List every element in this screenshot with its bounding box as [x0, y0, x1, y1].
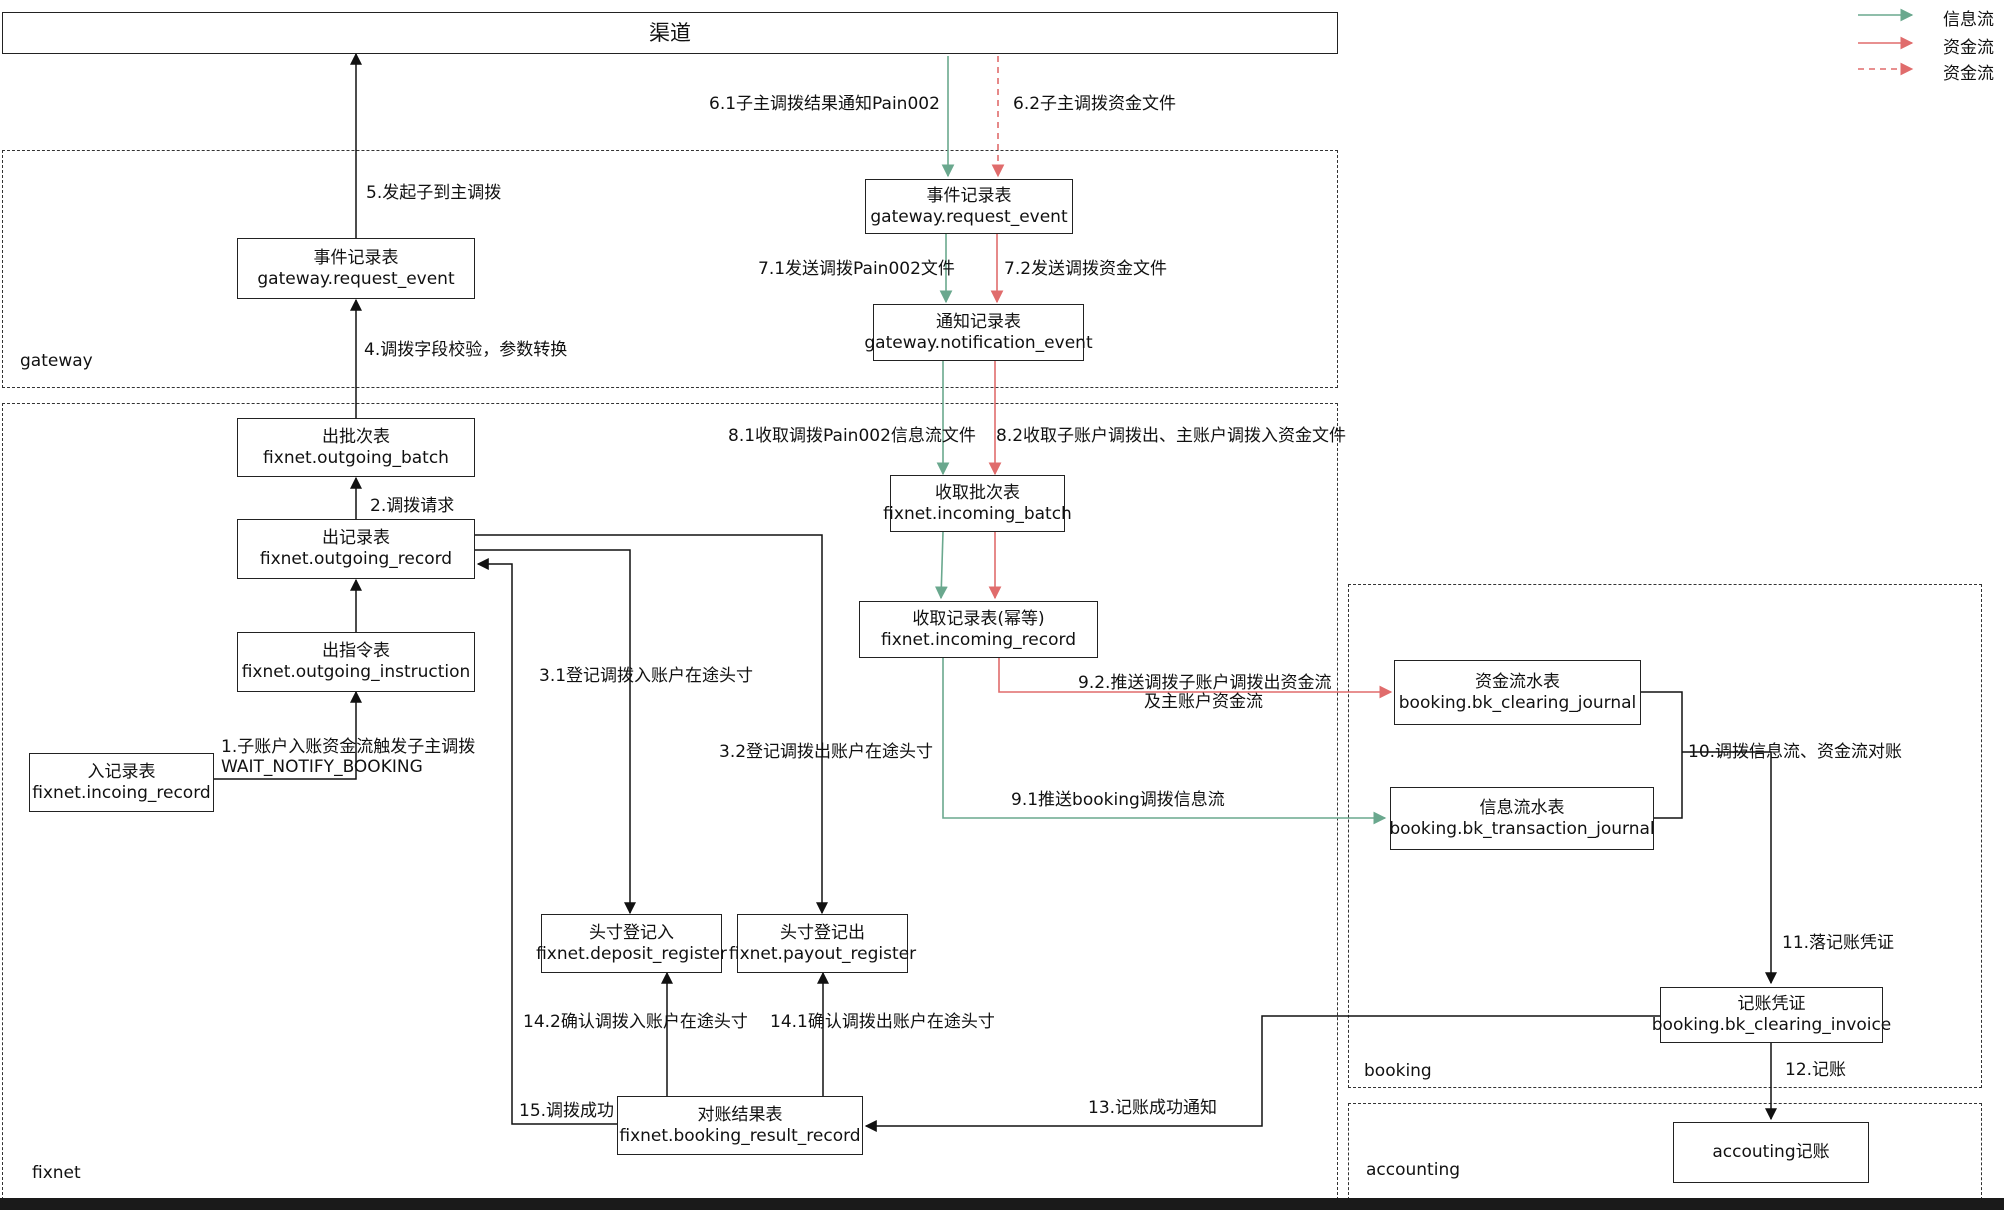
legend-fund-label: 资金流 [1943, 38, 1994, 58]
edge-label-15: 15.调拨成功 [519, 1101, 615, 1121]
fixnet-deposit-register: 头寸登记入 fixnet.deposit_register [536, 914, 727, 973]
booking-clearing-invoice: 记账凭证 booking.bk_clearing_invoice [1652, 987, 1891, 1043]
booking-transaction-journal: 信息流水表 booking.bk_transaction_journal [1389, 787, 1655, 850]
node-table: gateway.request_event [257, 268, 455, 289]
edge-11 [1682, 751, 1777, 985]
fixnet-incoming-batch: 收取批次表 fixnet.incoming_batch [883, 475, 1072, 532]
gateway-notification-event: 通知记录表 gateway.notification_event [864, 304, 1093, 361]
node-table: fixnet.payout_register [728, 943, 917, 964]
edge-label-92a: 9.2.推送调拨子账户调拨出资金流 [1078, 673, 1332, 693]
legend-info-label: 信息流 [1943, 10, 1994, 30]
edge-label-4: 4.调拨字段校验，参数转换 [364, 340, 568, 360]
node-title: 通知记录表 [936, 311, 1021, 332]
edge-label-71: 7.1发送调拨Pain002文件 [758, 259, 955, 279]
node-title: 记账凭证 [1737, 994, 1806, 1014]
gateway-region-label: gateway [20, 351, 93, 371]
node-title: 收取批次表 [935, 482, 1020, 503]
node-table: booking.bk_transaction_journal [1389, 818, 1655, 839]
node-table: gateway.notification_event [864, 332, 1093, 353]
edge-incoming [934, 531, 948, 600]
node-table: gateway.request_event [870, 206, 1068, 227]
node-title: 出批次表 [322, 426, 390, 447]
node-table: fixnet.incoming_record [881, 629, 1076, 650]
fixnet-booking-result-record: 对账结果表 fixnet.booking_result_record [617, 1096, 863, 1155]
edge-label-61: 6.1子主调拨结果通知Pain002 [709, 94, 940, 114]
edge-label-5: 5.发起子到主调拨 [366, 183, 502, 203]
edge-label-62: 6.2子主调拨资金文件 [1013, 94, 1177, 114]
accounting-node: accouting记账 [1673, 1122, 1869, 1183]
node-title: 头寸登记出 [780, 922, 865, 943]
legend-fund-dashed-label: 资金流 [1943, 64, 1994, 84]
node-table: booking.bk_clearing_invoice [1651, 1015, 1892, 1035]
edge-91 [942, 658, 1387, 825]
edge-label-92b: 及主账户资金流 [1144, 692, 1263, 712]
edge-10 [1641, 691, 1683, 819]
fixnet-outgoing-batch: 出批次表 fixnet.outgoing_batch [237, 418, 475, 477]
gateway-request-event-right: 事件记录表 gateway.request_event [865, 179, 1073, 234]
node-title: 对账结果表 [697, 1104, 783, 1125]
edge-31 [474, 549, 636, 915]
node-title: 入记录表 [87, 761, 156, 782]
node-title: 信息流水表 [1479, 797, 1565, 818]
node-table: fixnet.outgoing_instruction [241, 662, 471, 682]
edge-13 [864, 1015, 1660, 1132]
booking-region [1348, 584, 1982, 1088]
gateway-request-event-left: 事件记录表 gateway.request_event [237, 238, 475, 299]
edge-label-12: 12.记账 [1785, 1060, 1847, 1080]
edge-label-141: 14.1确认调拨出账户在途头寸 [770, 1012, 995, 1032]
node-title: 资金流水表 [1475, 671, 1560, 692]
node-title: accouting记账 [1712, 1142, 1830, 1162]
fixnet-payout-register: 头寸登记出 fixnet.payout_register [729, 914, 916, 973]
edge-label-142: 14.2确认调拨入账户在途头寸 [523, 1012, 748, 1032]
edge-1 [214, 690, 362, 780]
edge-label-11: 11.落记账凭证 [1782, 933, 1895, 953]
node-table: fixnet.booking_result_record [619, 1125, 861, 1146]
edge-label-13: 13.记账成功通知 [1088, 1098, 1218, 1118]
channel-node: 渠道 [2, 12, 1338, 54]
node-title: 收取记录表(幂等) [912, 608, 1045, 629]
booking-region-label: booking [1364, 1061, 1432, 1081]
fixnet-outgoing-instruction: 出指令表 fixnet.outgoing_instruction [237, 632, 475, 692]
node-table: fixnet.outgoing_batch [263, 447, 449, 468]
edge-label-10: 10.调拨信息流、资金流对账 [1688, 742, 1903, 762]
edge-label-82: 8.2收取子账户调拨出、主账户调拨入资金文件 [996, 426, 1347, 446]
booking-clearing-journal: 资金流水表 booking.bk_clearing_journal [1394, 660, 1641, 725]
node-title: 头寸登记入 [589, 922, 674, 943]
node-table: fixnet.deposit_register [536, 943, 727, 964]
gateway-region [2, 150, 1338, 388]
edge-label-2: 2.调拨请求 [370, 496, 455, 516]
node-table: fixnet.outgoing_record [259, 549, 453, 569]
accounting-region-label: accounting [1366, 1160, 1461, 1180]
edge-15 [476, 558, 617, 1125]
edge-label-81: 8.1收取调拨Pain002信息流文件 [728, 426, 976, 446]
edge-label-72: 7.2发送调拨资金文件 [1004, 259, 1168, 279]
fixnet-outgoing-record: 出记录表 fixnet.outgoing_record [237, 519, 475, 579]
fixnet-region-label: fixnet [32, 1163, 81, 1183]
edge-92 [998, 658, 1393, 699]
fixnet-incoing-record: 入记录表 fixnet.incoing_record [29, 753, 214, 812]
edge-32 [474, 534, 828, 915]
node-title: 出指令表 [322, 641, 390, 661]
fixnet-incoming-record: 收取记录表(幂等) fixnet.incoming_record [859, 601, 1098, 658]
node-title: 事件记录表 [926, 185, 1012, 206]
node-table: booking.bk_clearing_journal [1398, 692, 1637, 713]
window-bottom-bar [0, 1198, 2004, 1210]
edge-label-32: 3.2登记调拨出账户在途头寸 [719, 742, 934, 762]
node-title: 事件记录表 [313, 247, 399, 268]
edge-label-31: 3.1登记调拨入账户在途头寸 [539, 666, 754, 686]
channel-title: 渠道 [649, 20, 691, 45]
edge-label-1a: 1.子账户入账资金流触发子主调拨 [221, 737, 476, 757]
node-table: fixnet.incoing_record [32, 782, 211, 803]
edge-label-91: 9.1推送booking调拨信息流 [1011, 790, 1225, 810]
node-title: 出记录表 [322, 528, 390, 548]
edge-label-1b: WAIT_NOTIFY_BOOKING [221, 757, 423, 777]
node-table: fixnet.incoming_batch [883, 503, 1072, 524]
